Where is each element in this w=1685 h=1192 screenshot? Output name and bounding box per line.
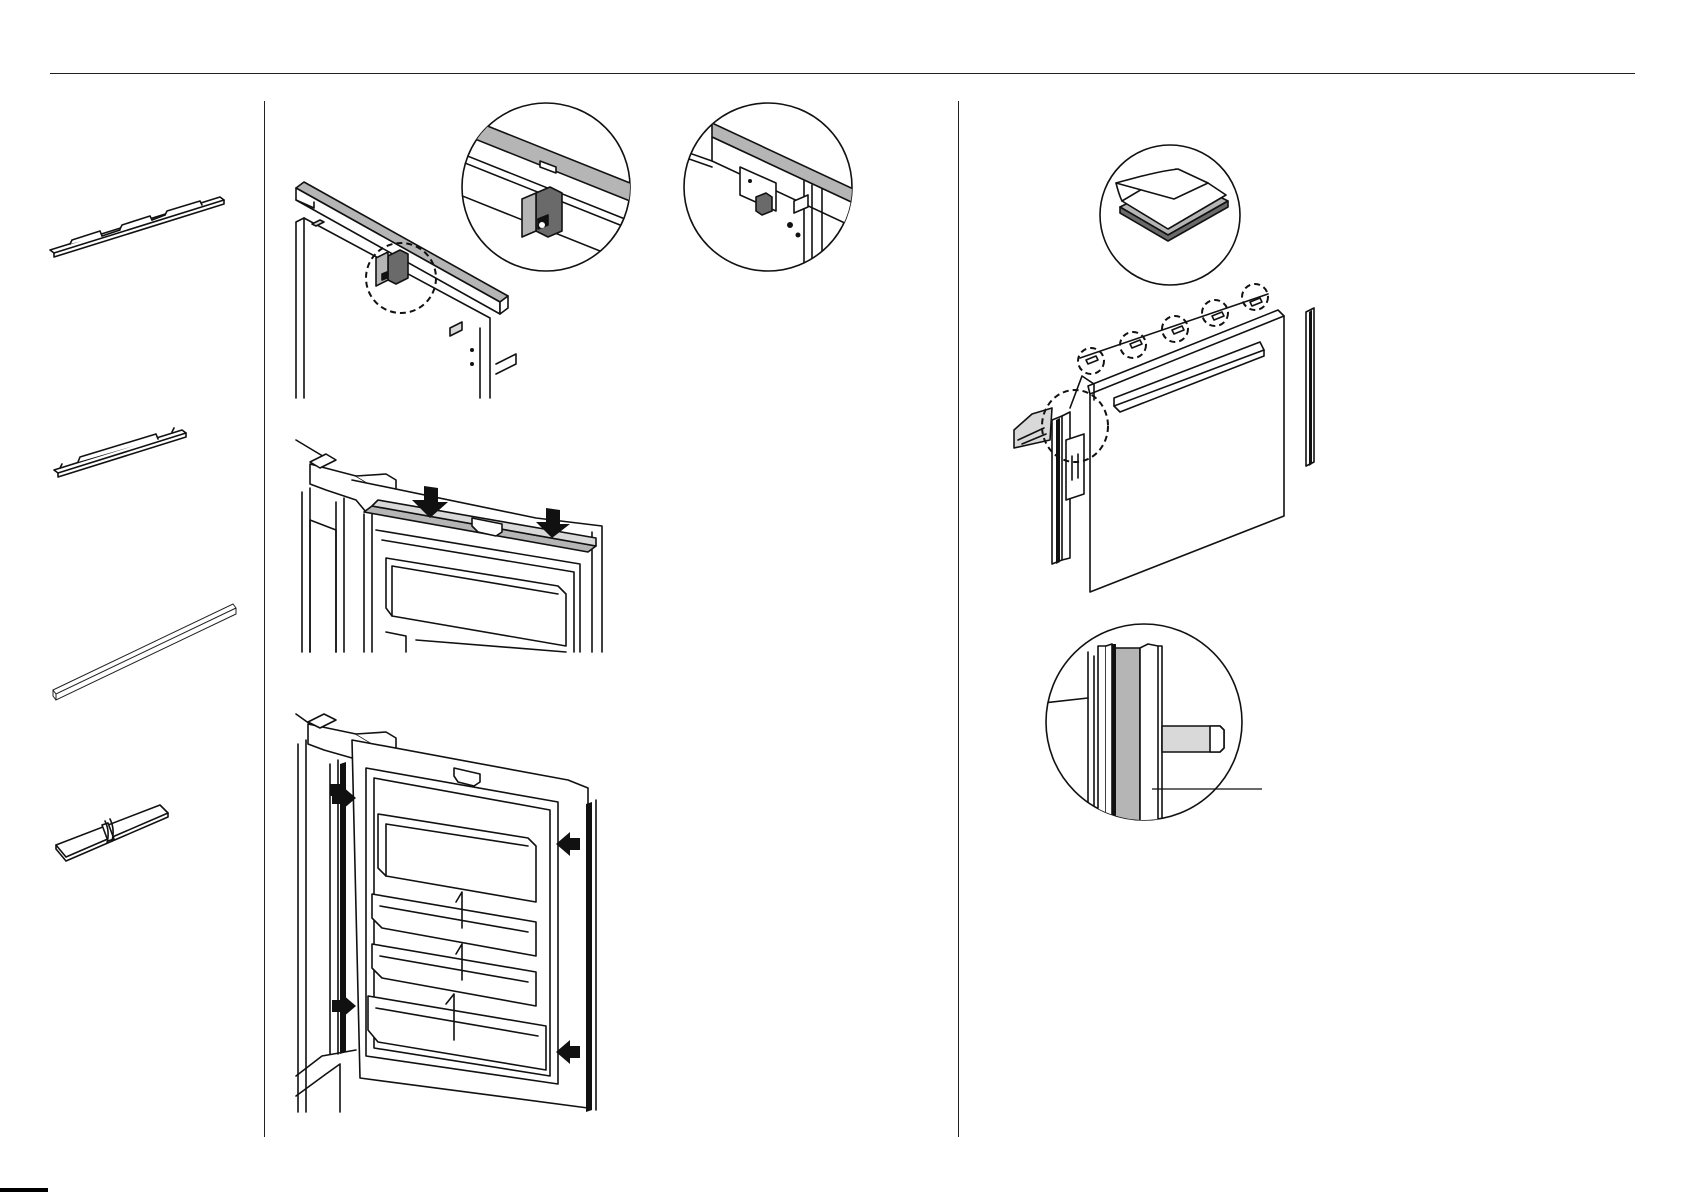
seal-edge-detail-icon bbox=[1044, 622, 1244, 822]
bracket-zoom-detail bbox=[460, 101, 632, 273]
bracket-callout-dashed-circle bbox=[363, 240, 439, 316]
column-divider-right bbox=[958, 101, 959, 1137]
column-divider-left bbox=[264, 101, 265, 1137]
adhesive-pad-detail-icon bbox=[1098, 143, 1242, 287]
hinge-corner-callout bbox=[1040, 388, 1110, 464]
header-rule bbox=[50, 73, 1635, 74]
cut-strip-icon bbox=[52, 795, 182, 870]
short-mounting-rail-icon bbox=[48, 410, 198, 480]
mounting-rail-callout-4 bbox=[1200, 298, 1230, 328]
hinge-zoom-detail bbox=[682, 101, 854, 273]
trim-strip-icon bbox=[45, 598, 245, 708]
side-seal-press-illustration bbox=[296, 704, 616, 1112]
mounting-rail-callout-5 bbox=[1240, 282, 1270, 312]
long-mounting-rail-icon bbox=[40, 180, 240, 260]
mounting-rail-callout-2 bbox=[1118, 330, 1148, 360]
mounting-rail-callout-1 bbox=[1076, 346, 1106, 376]
page-corner-mark bbox=[0, 1188, 48, 1192]
mounting-rail-callout-3 bbox=[1160, 314, 1190, 344]
top-seal-press-illustration bbox=[296, 440, 606, 652]
